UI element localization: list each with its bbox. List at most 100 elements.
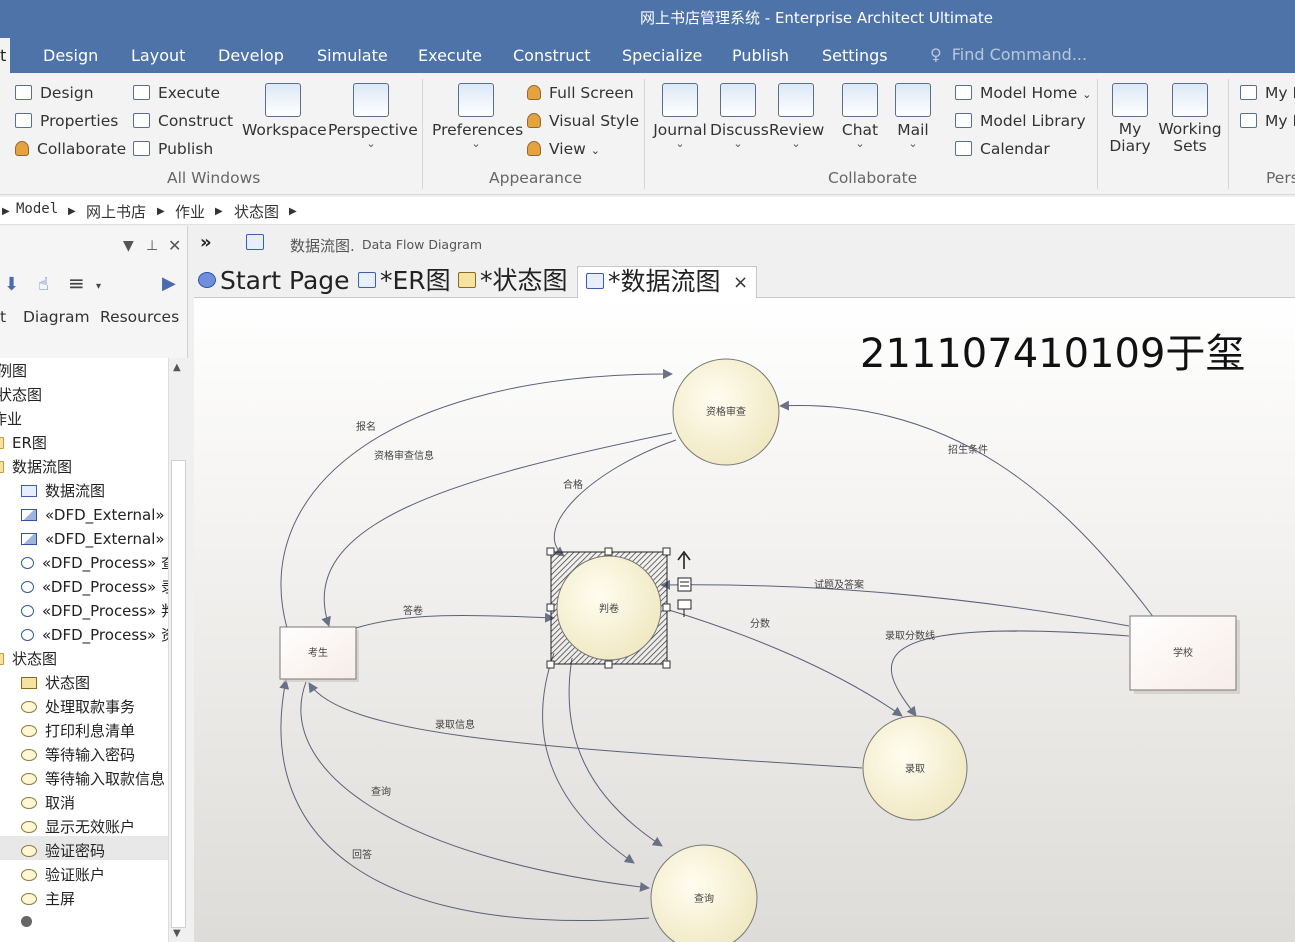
ribbon-my-d[interactable]: My D — [1240, 84, 1295, 102]
resize-handle[interactable] — [604, 660, 613, 669]
journal-button[interactable]: Journal ⌄ — [653, 83, 707, 149]
external-kaosheng[interactable]: 考生 — [279, 626, 359, 682]
resize-handle[interactable] — [546, 547, 555, 556]
flow-panjuan-chaxun-edge-1[interactable] — [542, 652, 635, 864]
flow-dajuan-edge[interactable] — [355, 612, 555, 629]
flow-fenshu-edge[interactable] — [668, 609, 903, 717]
tree-item[interactable] — [21, 912, 40, 934]
hand-icon[interactable]: ☝ — [38, 274, 49, 295]
dropdown-icon[interactable]: ▼ — [123, 238, 134, 254]
ribbon-my-p[interactable]: My P — [1240, 112, 1295, 130]
workspace-button[interactable]: Workspace — [242, 83, 327, 139]
tree-item[interactable]: «DFD_Process» 录 — [21, 576, 168, 598]
resize-handle[interactable] — [662, 603, 671, 612]
tree-scrollbar[interactable]: ▲ ▼ — [168, 358, 188, 942]
resize-handle[interactable] — [662, 547, 671, 556]
flow-zige-info-edge[interactable] — [321, 432, 673, 627]
close-icon[interactable]: ✕ — [168, 236, 182, 255]
breadcrumb-item[interactable]: 作业 — [175, 203, 206, 221]
play-icon[interactable]: ▶ — [162, 273, 176, 294]
tree-item[interactable]: «DFD_External» 考 — [21, 504, 168, 526]
menu-start[interactable]: t — [0, 38, 10, 73]
flow-shiti-edge[interactable] — [660, 579, 1130, 627]
tree-item[interactable]: 主屏 — [21, 888, 75, 910]
menu-construct[interactable]: Construct — [513, 46, 591, 65]
menu-specialize[interactable]: Specialize — [622, 46, 703, 65]
menu-icon[interactable]: ≡ — [68, 271, 85, 295]
flow-panjuan-chaxun-edge-2[interactable] — [568, 657, 663, 847]
link-icon[interactable] — [677, 599, 692, 610]
mail-button[interactable]: Mail ⌄ — [893, 83, 933, 149]
resize-handle[interactable] — [662, 660, 671, 669]
tab-data-flow-diagram[interactable]: *数据流图× — [577, 266, 757, 298]
tree-item[interactable]: «DFD_Process» 查 — [21, 552, 168, 574]
scroll-down-icon[interactable]: ▼ — [173, 928, 181, 939]
tree-item[interactable]: 数据流图 — [21, 480, 105, 502]
browser-tab-resources[interactable]: Resources — [100, 308, 180, 326]
tab-er-diagram[interactable]: *ER图 — [358, 266, 451, 298]
flow-zhaosheng-edge[interactable] — [779, 400, 1155, 619]
breadcrumb-item[interactable]: Model — [16, 201, 59, 217]
chat-button[interactable]: Chat ⌄ — [840, 83, 880, 149]
arrow-up-icon[interactable] — [677, 550, 691, 569]
ribbon-collaborate[interactable]: Collaborate — [15, 140, 126, 158]
tree-item[interactable]: «DFD_Process» 判 — [21, 600, 168, 622]
flow-luqu-info-edge[interactable] — [308, 682, 863, 769]
diagram-canvas[interactable]: 报名 资格审查信息 合格 招生条件 试题及答案 答卷 分数 录取分数线 录取信息… — [194, 298, 1295, 942]
working-sets-button[interactable]: Working Sets — [1158, 83, 1222, 155]
flow-chaxun-edge[interactable] — [300, 681, 650, 892]
browser-tab-diagram[interactable]: Diagram — [23, 308, 90, 326]
ribbon-construct[interactable]: Construct — [133, 112, 233, 130]
ribbon-model-home[interactable]: Model Home ⌄ — [955, 84, 1091, 102]
ribbon-design[interactable]: Design — [15, 84, 94, 102]
scroll-up-icon[interactable]: ▲ — [173, 362, 181, 373]
ribbon-properties[interactable]: Properties — [15, 112, 118, 130]
tree-item[interactable]: «DFD_External» 学 — [21, 528, 168, 550]
tree-item[interactable]: 作业 — [0, 408, 22, 430]
pin-icon[interactable]: ⊥ — [146, 238, 159, 254]
menu-execute[interactable]: Execute — [418, 46, 482, 65]
resize-handle[interactable] — [546, 660, 555, 669]
menu-simulate[interactable]: Simulate — [317, 46, 388, 65]
tree-item[interactable]: 打印利息清单 — [21, 720, 135, 742]
chevron-down-icon[interactable]: ▾ — [96, 281, 102, 292]
tree-item[interactable]: 状态图 — [21, 672, 90, 694]
scrollbar-thumb[interactable] — [171, 460, 186, 928]
close-tab-icon[interactable]: × — [733, 272, 749, 293]
tree-item[interactable]: 例图 — [0, 360, 27, 382]
quick-linker-toolbar[interactable] — [677, 550, 692, 617]
ribbon-publish[interactable]: Publish — [133, 140, 213, 158]
menu-design[interactable]: Design — [43, 46, 99, 65]
tab-start-page[interactable]: Start Page — [198, 266, 350, 298]
ribbon-model-library[interactable]: Model Library — [955, 112, 1086, 130]
preferences-button[interactable]: Preferences ⌄ — [432, 83, 523, 149]
breadcrumb-item[interactable]: 状态图 — [234, 203, 280, 221]
tree-item[interactable]: 显示无效账户 — [21, 816, 135, 838]
expand-icon[interactable]: » — [200, 232, 212, 253]
ribbon-execute[interactable]: Execute — [133, 84, 220, 102]
menu-settings[interactable]: Settings — [822, 46, 888, 65]
tree-item[interactable]: ER图 — [0, 432, 47, 454]
tree-item[interactable]: 等待输入取款信息 — [21, 768, 165, 790]
flow-fenshuxian-edge[interactable] — [890, 630, 1130, 717]
my-diary-button[interactable]: My Diary — [1108, 83, 1152, 155]
tree-item[interactable]: 验证密码 — [21, 840, 105, 862]
process-zige[interactable]: 资格审查 — [672, 358, 780, 466]
process-chaxun[interactable]: 查询 — [650, 844, 758, 942]
resize-handle[interactable] — [604, 547, 613, 556]
process-panjuan[interactable]: 判卷 — [556, 555, 662, 661]
perspective-button[interactable]: Perspective ⌄ — [328, 83, 418, 149]
flow-hege-edge[interactable] — [553, 439, 677, 557]
breadcrumb-item[interactable]: 网上书店 — [86, 203, 147, 221]
tab-state-diagram[interactable]: *状态图 — [458, 266, 568, 298]
tree-item[interactable]: 状态图 — [0, 384, 42, 406]
process-luqu[interactable]: 录取 — [862, 715, 968, 821]
tree-item[interactable]: 处理取款事务 — [21, 696, 135, 718]
tree-item[interactable]: 状态图 — [0, 648, 57, 670]
external-xuexiao[interactable]: 学校 — [1129, 615, 1240, 694]
arrow-down-icon[interactable]: ⬇ — [4, 274, 20, 295]
ribbon-full-screen[interactable]: Full Screen — [527, 84, 634, 102]
tree-item[interactable]: 验证账户 — [21, 864, 105, 886]
flow-huida-edge[interactable] — [279, 679, 650, 922]
ribbon-visual-style[interactable]: Visual Style — [527, 112, 639, 130]
